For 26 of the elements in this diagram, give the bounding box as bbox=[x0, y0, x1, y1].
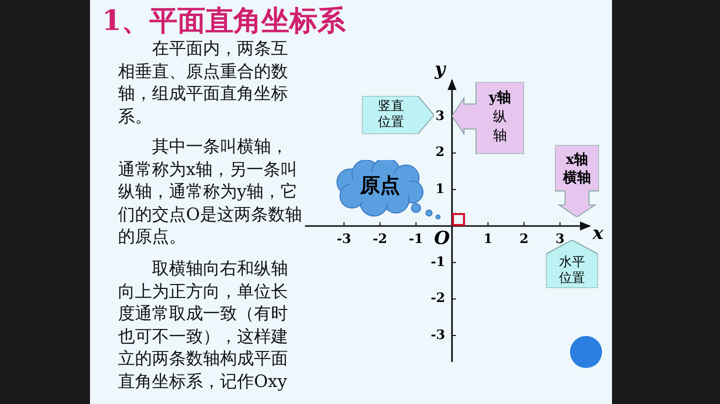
tick-label: -3 bbox=[430, 328, 446, 344]
tick-label: 3 bbox=[434, 108, 446, 124]
paragraph: 取横轴向右和纵轴向上为正方向，单位长度通常取成一致（有时也可不一致），这样建立的两条数轴构成平面直角坐标系，记作Oxy bbox=[118, 258, 289, 393]
tick-label: 2 bbox=[434, 145, 446, 161]
tick-label: 3 bbox=[554, 232, 566, 248]
cloud-label: 原点 bbox=[360, 173, 400, 197]
tick-label: -1 bbox=[430, 254, 446, 270]
axis-name: y bbox=[434, 62, 448, 78]
callout-text: 横轴 bbox=[563, 170, 591, 186]
tick-label: 1 bbox=[434, 182, 446, 198]
tick-label: -2 bbox=[372, 232, 388, 248]
callout-text: 水平位置 bbox=[558, 255, 586, 287]
callout-text: x轴 bbox=[566, 152, 588, 168]
paragraph: 在平面内，两条互相垂直、原点重合的数轴，组成平面直角坐标系。 bbox=[118, 38, 289, 128]
callout-text: 纵轴 bbox=[493, 108, 507, 146]
slide-title: 1、平面直角坐标系 bbox=[102, 3, 346, 39]
origin-label: O bbox=[433, 231, 451, 247]
callout-text: y轴 bbox=[488, 90, 512, 106]
callout-text: 竖直位置 bbox=[377, 99, 405, 131]
axis-name: x bbox=[592, 226, 604, 242]
tick-label: 2 bbox=[518, 232, 530, 248]
tick-label: -1 bbox=[408, 232, 424, 248]
tick-label: 1 bbox=[482, 232, 494, 248]
paragraph: 其中一条叫横轴，通常称为x轴，另一条叫纵轴，通常称为y轴，它们的交点O是这两条数轴的原点。 bbox=[118, 136, 302, 248]
tick-label: -3 bbox=[336, 232, 352, 248]
tick-label: -2 bbox=[430, 291, 446, 307]
